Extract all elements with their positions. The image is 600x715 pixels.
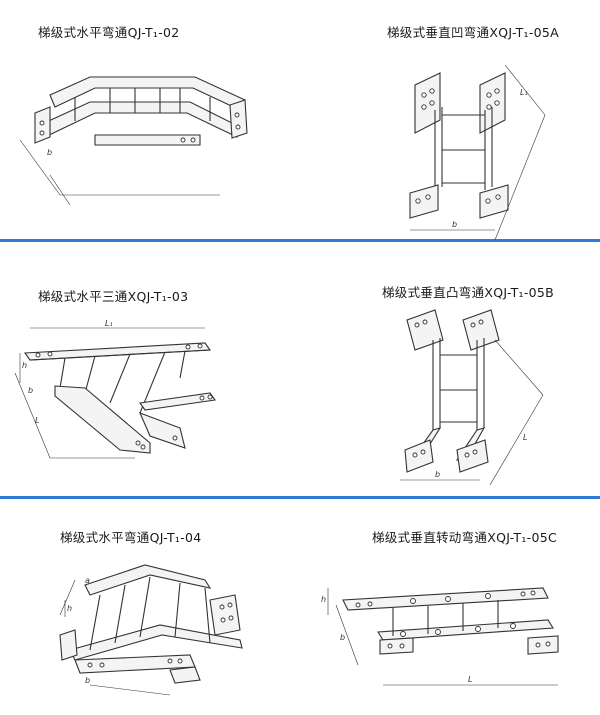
dim-label-l1: L₁ (520, 88, 528, 97)
section-divider-1 (0, 239, 600, 242)
dim-label-l1: L₁ (105, 319, 113, 328)
dim-label-a: a (85, 576, 90, 585)
dim-label-l: L (468, 675, 472, 684)
drawing-vertical-concave-05a: L₁ b (409, 64, 546, 241)
dim-label-h: h (321, 595, 326, 604)
dim-label-l: L (523, 433, 527, 442)
item-title-horizontal-tee-03: 梯级式水平三通XQJ-T₁-03 (38, 289, 189, 304)
item-title-horizontal-cross-04: 梯级式水平弯通QJ-T₁-04 (60, 530, 202, 545)
dim-label-b: b (435, 470, 440, 479)
dim-label-b: b (340, 633, 345, 642)
drawing-horizontal-cross-04: a h b (59, 564, 243, 696)
item-title-vertical-rotating-05c: 梯级式垂直转动弯通XQJ-T₁-05C (372, 530, 557, 545)
section-divider-2 (0, 496, 600, 499)
dim-label-h: h (67, 604, 72, 613)
item-title-vertical-convex-05b: 梯级式垂直凸弯通XQJ-T₁-05B (382, 285, 555, 300)
drawing-horizontal-tee-03: L₁ h b L (14, 319, 216, 459)
drawing-vertical-rotating-05c: h b L (321, 587, 559, 686)
dim-label-h: h (22, 361, 27, 370)
dim-label-b: b (47, 148, 52, 157)
dim-label-b: b (28, 386, 33, 395)
drawing-vertical-convex-05b: b L (400, 309, 544, 486)
dim-label-b: b (452, 220, 457, 229)
item-title-horizontal-elbow-02: 梯级式水平弯通QJ-T₁-02 (38, 25, 180, 40)
dim-label-l: L (35, 416, 39, 425)
dim-label-b: b (85, 676, 90, 685)
drawing-horizontal-elbow-02: b (19, 76, 248, 206)
item-title-vertical-concave-05a: 梯级式垂直凹弯通XQJ-T₁-05A (387, 25, 560, 40)
